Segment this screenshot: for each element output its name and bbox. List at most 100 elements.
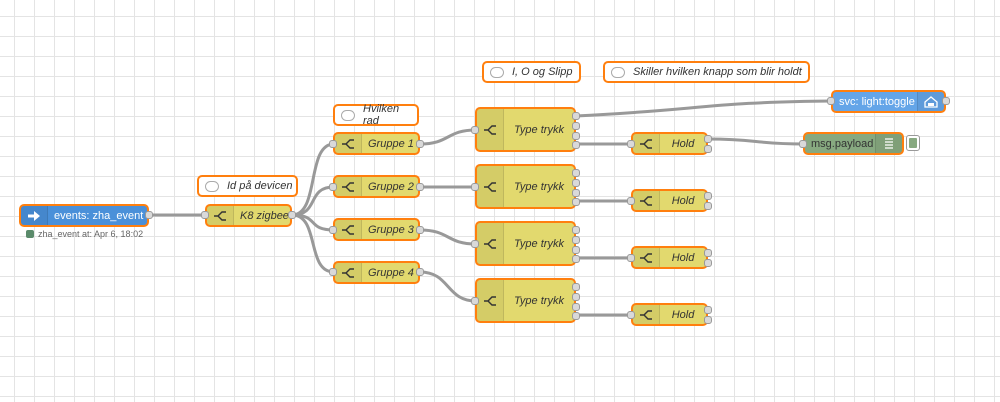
input-port[interactable]: [329, 183, 337, 191]
comment-which-button[interactable]: Skiller hvilken knapp som blir holdt: [603, 61, 810, 83]
hold-node-3[interactable]: Hold: [631, 246, 708, 269]
type-press-node-4[interactable]: Type trykk: [475, 278, 576, 323]
output-port[interactable]: [572, 293, 580, 301]
output-port[interactable]: [704, 306, 712, 314]
comment-icon: [205, 180, 219, 192]
light-toggle-service-node[interactable]: svc: light:toggle: [831, 90, 946, 113]
output-port[interactable]: [572, 169, 580, 177]
input-port[interactable]: [329, 140, 337, 148]
output-port[interactable]: [704, 135, 712, 143]
switch-icon: [633, 191, 660, 210]
comment-text: I, O og Slipp: [512, 66, 573, 78]
comment-which-row[interactable]: Hvilken rad: [333, 103, 419, 127]
service-label: svc: light:toggle: [839, 95, 915, 108]
input-port[interactable]: [471, 126, 479, 134]
status-dot-icon: [26, 230, 34, 238]
hold-label: Hold: [671, 308, 695, 321]
k8-zigbee-node[interactable]: K8 zigbee: [205, 204, 292, 227]
type-press-label: Type trykk: [514, 294, 564, 307]
output-port[interactable]: [572, 246, 580, 254]
output-port[interactable]: [572, 226, 580, 234]
output-port[interactable]: [416, 268, 424, 276]
group-3-node[interactable]: Gruppe 3: [333, 218, 420, 241]
output-port[interactable]: [704, 249, 712, 257]
wire: [575, 99, 833, 118]
arrow-right-icon: [21, 206, 48, 225]
group-2-node[interactable]: Gruppe 2: [333, 175, 420, 198]
comment-type-press[interactable]: I, O og Slipp: [482, 61, 581, 83]
output-port[interactable]: [416, 226, 424, 234]
output-port[interactable]: [572, 255, 580, 263]
output-port[interactable]: [416, 140, 424, 148]
output-port[interactable]: [572, 122, 580, 130]
group-label: Gruppe 1: [368, 137, 414, 150]
comment-icon: [490, 66, 504, 78]
input-port[interactable]: [471, 297, 479, 305]
type-press-node-1[interactable]: Type trykk: [475, 107, 576, 152]
output-port[interactable]: [572, 189, 580, 197]
output-port[interactable]: [572, 283, 580, 291]
input-port[interactable]: [201, 211, 209, 219]
group-1-node[interactable]: Gruppe 1: [333, 132, 420, 155]
wire: [419, 228, 477, 246]
output-port[interactable]: [704, 259, 712, 267]
input-port[interactable]: [799, 140, 807, 148]
output-port[interactable]: [942, 97, 950, 105]
hold-node-4[interactable]: Hold: [631, 303, 708, 326]
type-press-node-3[interactable]: Type trykk: [475, 221, 576, 266]
debug-node[interactable]: msg.payload: [803, 132, 904, 155]
wire: [291, 142, 335, 217]
input-port[interactable]: [627, 254, 635, 262]
comment-text: Hvilken rad: [363, 103, 400, 127]
output-port[interactable]: [416, 183, 424, 191]
switch-icon: [633, 305, 660, 324]
switch-icon: [477, 166, 504, 207]
output-port[interactable]: [572, 179, 580, 187]
group-4-node[interactable]: Gruppe 4: [333, 261, 420, 284]
output-port[interactable]: [704, 145, 712, 153]
debug-toggle-button[interactable]: [906, 135, 920, 151]
events-node[interactable]: events: zha_event: [19, 204, 149, 227]
status-text: zha_event at: Apr 6, 18:02: [38, 229, 144, 239]
comment-icon: [611, 66, 625, 78]
hold-node-2[interactable]: Hold: [631, 189, 708, 212]
events-node-status: zha_event at: Apr 6, 18:02: [26, 229, 143, 239]
output-port[interactable]: [572, 132, 580, 140]
output-port[interactable]: [704, 192, 712, 200]
type-press-label: Type trykk: [514, 237, 564, 250]
output-port[interactable]: [572, 112, 580, 120]
output-port[interactable]: [572, 303, 580, 311]
wire: [291, 213, 335, 274]
group-label: Gruppe 3: [368, 223, 414, 236]
output-port[interactable]: [572, 141, 580, 149]
input-port[interactable]: [627, 311, 635, 319]
comment-id-device[interactable]: Id på devicen: [197, 175, 298, 197]
hold-node-1[interactable]: Hold: [631, 132, 708, 155]
events-node-label: events: zha_event: [54, 209, 144, 222]
home-assistant-icon: [917, 92, 944, 111]
output-port[interactable]: [704, 202, 712, 210]
input-port[interactable]: [329, 268, 337, 276]
type-press-label: Type trykk: [514, 180, 564, 193]
output-port[interactable]: [145, 211, 153, 219]
output-port[interactable]: [572, 236, 580, 244]
input-port[interactable]: [627, 197, 635, 205]
type-press-node-2[interactable]: Type trykk: [475, 164, 576, 209]
input-port[interactable]: [627, 140, 635, 148]
switch-icon: [477, 223, 504, 264]
group-label: Gruppe 4: [368, 266, 414, 279]
input-port[interactable]: [471, 183, 479, 191]
input-port[interactable]: [329, 226, 337, 234]
comment-icon: [341, 109, 355, 121]
input-port[interactable]: [827, 97, 835, 105]
output-port[interactable]: [572, 312, 580, 320]
input-port[interactable]: [471, 240, 479, 248]
output-port[interactable]: [288, 211, 296, 219]
output-port[interactable]: [704, 316, 712, 324]
switch-icon: [335, 134, 362, 153]
wire: [419, 128, 477, 146]
output-port[interactable]: [572, 198, 580, 206]
hold-label: Hold: [671, 251, 695, 264]
